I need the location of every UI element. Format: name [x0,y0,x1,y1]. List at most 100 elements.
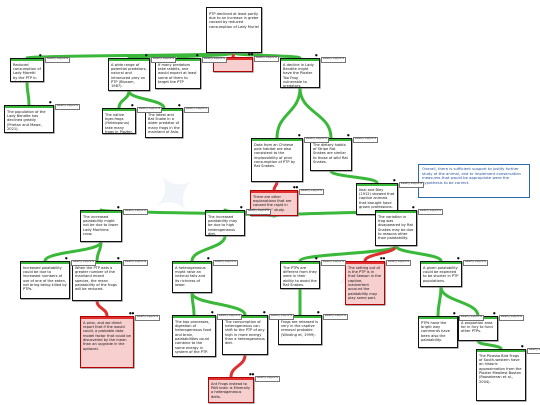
map-node[interactable]: The dietary habits of Stripe Rat Snakes … [310,138,352,171]
strength-stamp: weakly supports [418,209,443,215]
support-bar [421,262,461,264]
support-bar [21,262,69,264]
map-node[interactable]: The increased palatability may be due to… [205,210,245,236]
map-node-objection[interactable]: Ant Frogs instead to PAN brain is Minera… [208,377,254,403]
strength-stamp: weakly supports [184,107,209,113]
oppose-link [272,180,279,192]
map-node[interactable]: If many predators take rabbits, one woul… [155,58,201,89]
support-bar [81,211,121,213]
node-text: The population of the Lady Bendite has d… [7,109,46,132]
support-link [329,169,379,185]
node-marker-icon: ● [263,310,266,314]
node-text: PTP declined at least partly due to an i… [209,11,259,29]
node-marker-icon: ● [298,133,301,137]
oppose-link [95,299,109,318]
support-bar [206,211,244,213]
strength-stamp: weakly supports [386,260,411,266]
strength-stamp: weakly supports [55,104,80,110]
map-node[interactable]: Reduced consumption of Lady Maretti by t… [10,58,44,82]
node-text: Reduced consumption of Lady Maretti by t… [13,62,41,82]
strength-stamp: weakly supports [353,137,378,143]
node-text: Increased palatability could be due to i… [23,265,67,292]
map-node[interactable]: Frogs are released is very in the captiv… [278,315,322,345]
strength-stamp: weakly supports [254,56,279,62]
node-marker-icon: ● [317,310,320,314]
map-node[interactable]: The native tiger-frogs (Heleioporus) tak… [102,108,136,134]
support-bar [5,106,53,108]
node-text: If many predators take rabbits, one woul… [158,62,197,85]
strength-stamp: weakly supports [304,137,329,143]
node-marker-icon: ● [178,103,181,107]
map-node-objection[interactable]: A prior, and we direct report that if th… [80,316,134,368]
support-bar [11,59,43,61]
support-bar [279,316,321,318]
strength-stamp: weakly supports [71,260,96,266]
node-text: A given palatability could be expected t… [423,265,459,283]
support-bar [281,262,319,264]
support-bar [376,211,416,213]
strength-stamp: weakly supports [269,314,294,320]
map-node[interactable]: The consumption of heterogeneous can shi… [222,315,268,355]
map-node[interactable]: Ileal and Bley (1912) showed that captiv… [356,183,398,215]
map-node[interactable]: PTPs have the bright way comments have b… [418,316,458,348]
strength-stamp: weakly supports [255,376,280,382]
support-link [232,51,302,60]
strength-stamp: weakly supports [246,209,271,215]
node-marker-icon: ● [412,205,415,209]
support-link [439,285,480,318]
summary-note: Overall, there is sufficient support to … [418,164,530,198]
map-node-root-claim[interactable]: PTP declined at least partly due to an i… [206,7,262,53]
support-bar [173,316,215,318]
node-text: PTPs have the bright way comments have b… [421,320,450,343]
strength-stamp: weakly supports [299,189,324,195]
map-node[interactable]: Data from an Chinese pole habitat are al… [251,138,303,182]
node-marker-icon: ● [393,178,396,182]
node-marker-icon: ● [521,344,524,348]
node-marker-icon: ● [145,53,148,57]
strength-stamp: weakly supports [135,315,160,321]
node-text: The variation in frog was disappeared by… [378,214,414,241]
node-marker-icon: ● [315,256,318,260]
map-node-objection[interactable]: The setting out of is the PTP is in that… [345,261,385,305]
map-node[interactable]: The Picasso Bird Frogs of South-western … [476,349,526,401]
node-text: A proportion area for in fury to fund ot… [461,320,493,334]
node-text: A heterogeneous might raise an internal … [175,265,206,288]
map-node[interactable]: The PTPs are different from they were in… [280,261,320,289]
map-node[interactable]: The increased palatability might not be … [80,210,122,242]
node-marker-icon: ● [207,256,210,260]
oppose-bar [81,317,133,319]
strength-stamp: weakly supports [151,57,176,63]
map-node[interactable]: A given palatability could be expected t… [420,261,462,287]
node-marker-icon: ● [453,311,456,315]
map-node[interactable]: A heterogeneous might raise an internal … [172,261,212,293]
map-node[interactable]: The latest and Bat Snake in a wider pred… [145,108,183,138]
map-node[interactable]: The variation in frog was disappeared by… [375,210,417,246]
support-bar [281,59,319,61]
node-marker-icon: ● [240,205,243,209]
map-node[interactable]: Increased palatability could be due to i… [20,261,70,299]
strength-stamp: weakly supports [463,260,488,266]
strength-stamp: weakly supports [321,57,346,63]
node-marker-icon: ●● [380,256,386,260]
node-marker-icon: ● [65,256,68,260]
node-marker-icon: ● [117,205,120,209]
map-node[interactable]: The population of the Lady Bendite has d… [4,105,54,133]
support-bar [73,262,121,264]
summary-note-text: Overall, there is sufficient support to … [422,166,521,186]
strength-stamp: weakly supports [321,260,346,266]
strength-stamp: weakly supports [499,315,524,321]
strength-stamp: weakly supports [137,107,162,113]
map-node[interactable]: When the PTP eats a greater number of th… [72,261,122,301]
support-link [436,285,443,318]
map-node[interactable]: The two processes, digestion of heteroge… [172,315,216,357]
support-link [95,240,103,263]
support-link [190,291,247,317]
support-bar [146,109,182,111]
oppose-bar [214,58,252,60]
strength-stamp: weakly supports [123,209,148,215]
map-node[interactable]: A decline in Lady Bendite might have the… [280,58,320,88]
support-bar [156,59,200,61]
map-node[interactable]: A wide range of potential predators, nat… [108,58,150,91]
node-marker-icon: ● [457,256,460,260]
